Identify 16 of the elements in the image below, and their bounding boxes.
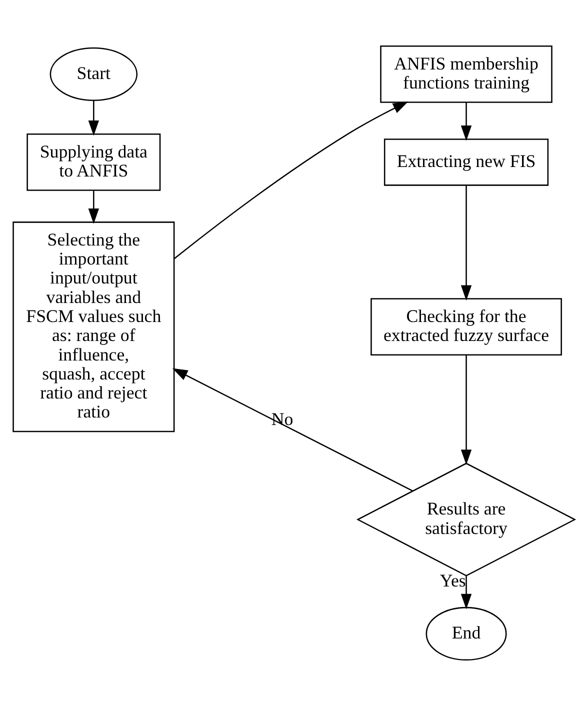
- arrow: [88, 100, 100, 136]
- arrow: [460, 576, 472, 610]
- node-ellipse: End: [426, 606, 507, 661]
- arrow: [172, 368, 413, 492]
- node-box: Supplying data to ANFIS: [26, 134, 161, 191]
- node-box: Checking for the extracted fuzzy surface: [370, 298, 562, 356]
- arrow: [174, 101, 408, 260]
- edge-label: No: [271, 409, 294, 430]
- node-ellipse: Start: [50, 47, 138, 101]
- node-box: Selecting the important input/output variables and FSCM values such as: range of influence, squash, accept ratio and reject ratio: [12, 222, 175, 432]
- node-box: ANFIS membership functions training: [380, 45, 552, 103]
- arrow: [88, 190, 100, 224]
- arrow: [460, 354, 472, 465]
- arrow: [460, 185, 472, 301]
- node-box: Extracting new FIS: [384, 138, 549, 186]
- arrow: [460, 102, 472, 141]
